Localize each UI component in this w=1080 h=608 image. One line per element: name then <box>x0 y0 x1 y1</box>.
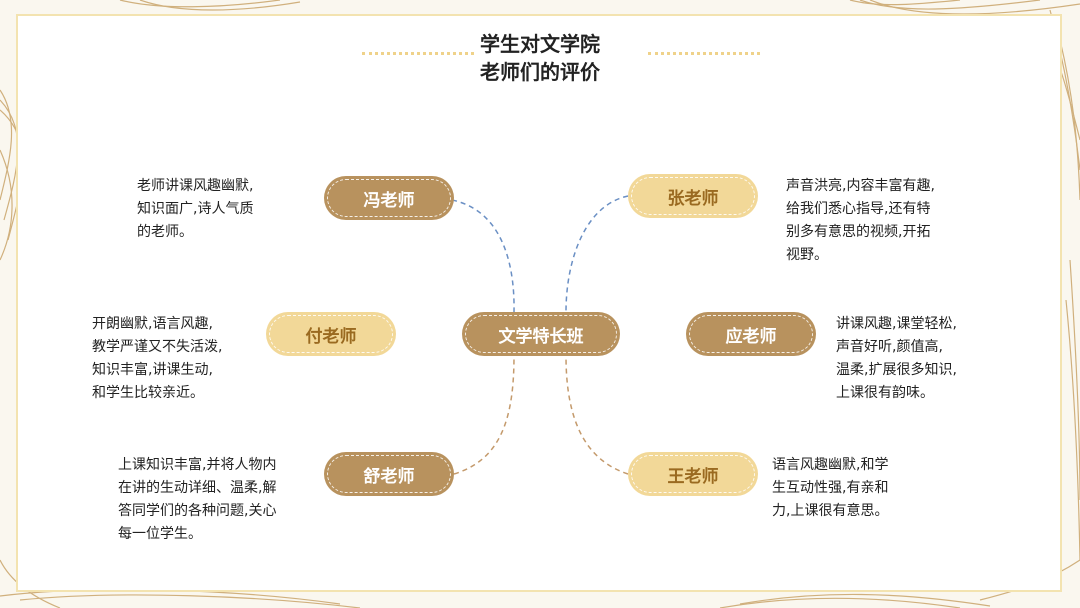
desc-line: 声音好听,颜值高, <box>836 339 943 355</box>
teacher-desc-wang: 语言风趣幽默,和学 生互动性强,有亲和 力,上课很有意思。 <box>772 454 932 523</box>
teacher-node-fu[interactable]: 付老师 <box>266 312 396 356</box>
desc-line: 力,上课很有意思。 <box>772 503 889 519</box>
teacher-name: 付老师 <box>305 326 357 347</box>
desc-line: 的老师。 <box>137 224 193 240</box>
desc-line: 开朗幽默,语言风趣, <box>92 316 213 332</box>
desc-line: 语言风趣幽默,和学 <box>772 457 889 473</box>
desc-line: 答同学们的各种问题,关心 <box>118 503 277 519</box>
center-node-label: 文学特长班 <box>498 326 584 347</box>
desc-line: 知识丰富,讲课生动, <box>92 362 213 378</box>
teacher-node-zhang[interactable]: 张老师 <box>628 174 758 218</box>
desc-line: 声音洪亮,内容丰富有趣, <box>786 178 935 194</box>
title-dotted-line-right <box>648 52 760 55</box>
desc-line: 别多有意思的视频,开拓 <box>786 224 931 240</box>
desc-line: 生互动性强,有亲和 <box>772 480 889 496</box>
teacher-node-shu[interactable]: 舒老师 <box>324 452 454 496</box>
title-line-2: 老师们的评价 <box>480 60 600 84</box>
center-node[interactable]: 文学特长班 <box>462 312 620 356</box>
teacher-name: 王老师 <box>667 466 719 487</box>
teacher-desc-ying: 讲课风趣,课堂轻松, 声音好听,颜值高, 温柔,扩展很多知识, 上课很有韵味。 <box>836 313 996 405</box>
teacher-desc-fu: 开朗幽默,语言风趣, 教学严谨又不失活泼, 知识丰富,讲课生动, 和学生比较亲近… <box>92 313 257 405</box>
desc-line: 上课知识丰富,并将人物内 <box>118 457 277 473</box>
desc-line: 讲课风趣,课堂轻松, <box>836 316 957 332</box>
desc-line: 温柔,扩展很多知识, <box>836 362 957 378</box>
content-panel <box>16 14 1062 592</box>
link-shu <box>453 355 515 475</box>
teacher-desc-shu: 上课知识丰富,并将人物内 在讲的生动详细、温柔,解 答同学们的各种问题,关心 每… <box>118 454 318 546</box>
teacher-name: 舒老师 <box>363 466 415 487</box>
teacher-name: 应老师 <box>725 326 777 347</box>
desc-line: 在讲的生动详细、温柔,解 <box>118 480 277 496</box>
desc-line: 给我们悉心指导,还有特 <box>786 201 931 217</box>
teacher-desc-zhang: 声音洪亮,内容丰富有趣, 给我们悉心指导,还有特 别多有意思的视频,开拓 视野。 <box>786 175 986 267</box>
teacher-node-ying[interactable]: 应老师 <box>686 312 816 356</box>
link-wang <box>565 355 629 475</box>
teacher-name: 张老师 <box>667 188 719 209</box>
title-dotted-line-left <box>362 52 474 55</box>
teacher-desc-feng: 老师讲课风趣幽默, 知识面广,诗人气质 的老师。 <box>137 175 307 244</box>
desc-line: 和学生比较亲近。 <box>92 385 204 401</box>
teacher-node-wang[interactable]: 王老师 <box>628 452 758 496</box>
page-title: 学生对文学院 老师们的评价 <box>440 30 640 86</box>
desc-line: 视野。 <box>786 247 828 263</box>
desc-line: 老师讲课风趣幽默, <box>137 178 254 194</box>
desc-line: 知识面广,诗人气质 <box>137 201 254 217</box>
title-line-1: 学生对文学院 <box>480 32 600 56</box>
link-feng <box>451 199 515 313</box>
teacher-name: 冯老师 <box>363 190 415 211</box>
desc-line: 每一位学生。 <box>118 526 202 542</box>
desc-line: 上课很有韵味。 <box>836 385 934 401</box>
teacher-node-feng[interactable]: 冯老师 <box>324 176 454 220</box>
link-zhang <box>565 195 629 313</box>
desc-line: 教学严谨又不失活泼, <box>92 339 223 355</box>
